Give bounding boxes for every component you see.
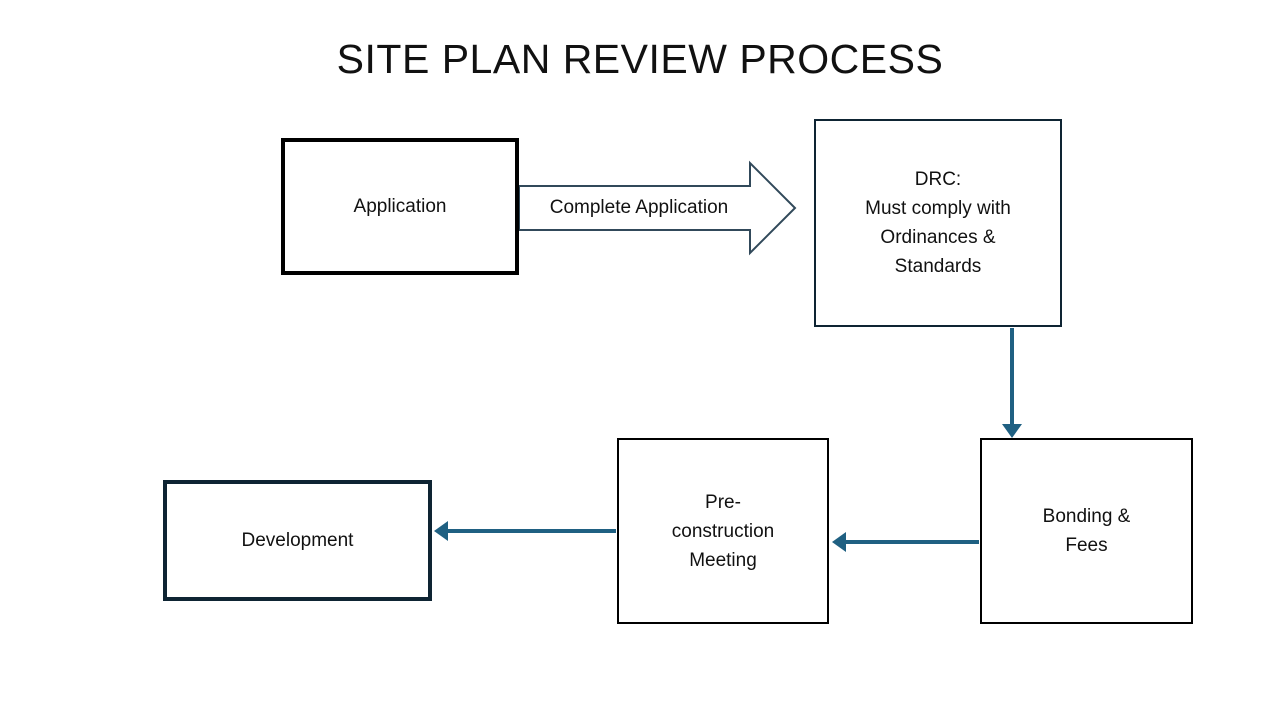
node-drc: DRC: Must comply with Ordinances & Stand…	[814, 119, 1062, 327]
node-bonding-fees: Bonding & Fees	[980, 438, 1193, 624]
arrow-precon-to-development-head	[434, 521, 448, 541]
node-preconstruction-meeting: Pre- construction Meeting	[617, 438, 829, 624]
arrow-bonding-to-precon-head	[832, 532, 846, 552]
arrow-drc-to-bonding-head	[1002, 424, 1022, 438]
page-title: SITE PLAN REVIEW PROCESS	[336, 36, 944, 82]
node-development: Development	[163, 480, 432, 601]
connector-label-complete-application: Complete Application	[549, 197, 729, 218]
node-application: Application	[281, 138, 519, 275]
